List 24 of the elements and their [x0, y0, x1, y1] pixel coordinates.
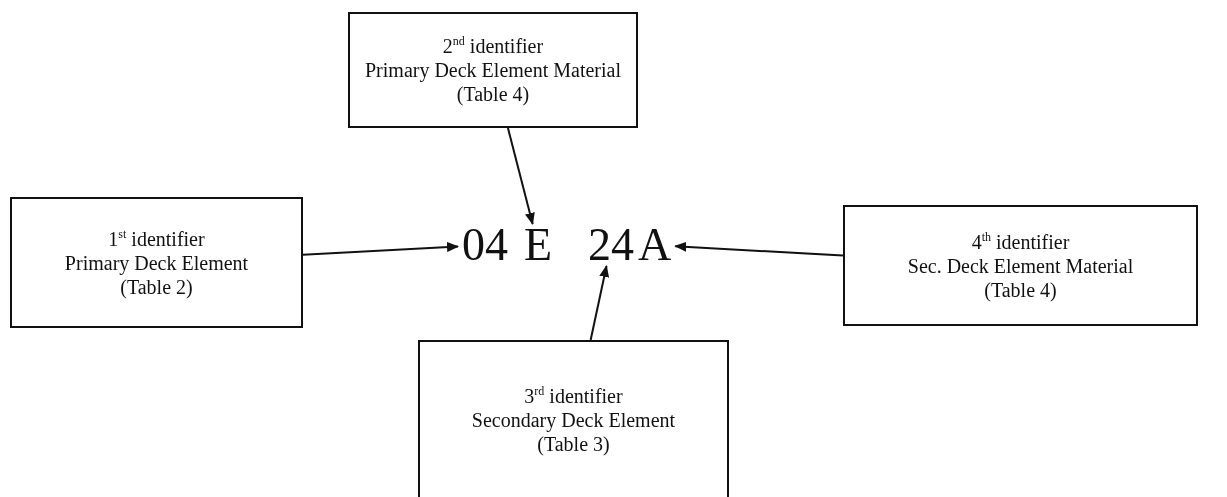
identifier-box	[418, 340, 729, 497]
code-part: E	[524, 220, 553, 270]
arrow	[674, 241, 844, 257]
table-reference: (Table 4)	[984, 277, 1057, 302]
arrow	[302, 242, 459, 256]
code-part: 24	[588, 220, 634, 270]
identifier-heading: 1$^{st}$ identifier	[108, 226, 205, 251]
arrow	[589, 265, 610, 341]
identifier-box	[10, 197, 303, 328]
identifier-heading: 2$^{nd}$ identifier	[442, 34, 544, 58]
element-name: Secondary Deck Element	[471, 408, 676, 432]
table-reference: (Table 2)	[120, 275, 193, 299]
code-part: A	[638, 220, 672, 270]
element-name: Sec. Deck Element Material	[907, 253, 1134, 278]
identifier-box	[843, 205, 1198, 326]
code-part: 04	[462, 220, 508, 270]
element-name: Primary Deck Element Material	[365, 58, 621, 82]
table-reference: (Table 3)	[537, 432, 610, 456]
table-reference: (Table 4)	[456, 82, 530, 106]
identifier-heading: 3$^{rd}$ identifier	[524, 384, 623, 408]
identifier-heading: 4$^{th}$ identifier	[971, 229, 1070, 254]
element-name: Primary Deck Element	[64, 250, 249, 275]
arrow	[506, 127, 535, 225]
identifier-box	[348, 12, 638, 128]
